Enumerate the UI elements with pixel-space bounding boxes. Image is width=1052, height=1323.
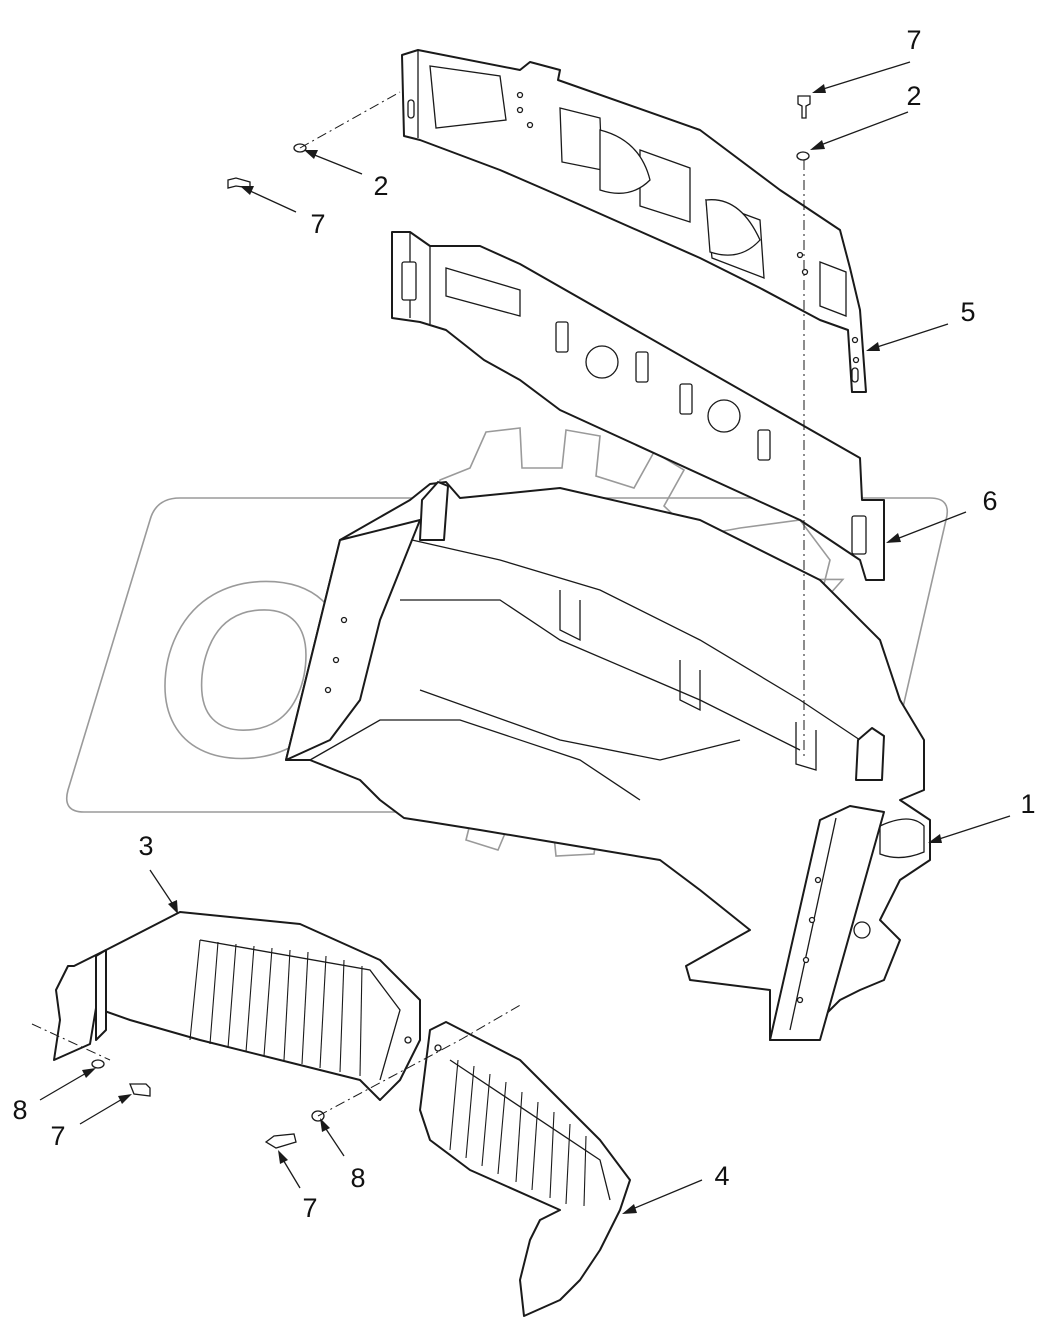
callout-8-bottom: 8 bbox=[350, 1163, 365, 1193]
part-6-support-bar bbox=[391, 231, 885, 581]
alignment-lines bbox=[31, 91, 805, 1117]
callout-7-left: 7 bbox=[310, 209, 325, 239]
washer-bottom-left bbox=[91, 1059, 105, 1069]
callout-7-bottom-left: 7 bbox=[50, 1121, 65, 1151]
part-4-right-panel bbox=[419, 1021, 631, 1317]
callout-3: 3 bbox=[138, 831, 153, 861]
callout-4: 4 bbox=[714, 1161, 729, 1191]
bolt-bottom-left bbox=[129, 1083, 151, 1097]
part-3-left-panel bbox=[53, 911, 421, 1101]
leaders bbox=[39, 61, 1011, 1214]
callout-5: 5 bbox=[960, 297, 975, 327]
callout-6: 6 bbox=[982, 486, 997, 516]
callout-1: 1 bbox=[1020, 789, 1035, 819]
callout-2-top: 2 bbox=[906, 81, 921, 111]
callout-labels: 7 2 2 7 5 6 1 3 8 7 8 7 4 bbox=[12, 25, 1035, 1223]
callout-8-left: 8 bbox=[12, 1095, 27, 1125]
part-5-mounting-bracket bbox=[401, 49, 867, 393]
bolt-top bbox=[797, 95, 811, 119]
hardware bbox=[91, 95, 811, 1149]
bolt-bottom bbox=[264, 1133, 297, 1149]
part-1-front-frame bbox=[285, 481, 931, 1041]
washer-top bbox=[796, 151, 810, 161]
callout-7-bottom: 7 bbox=[302, 1193, 317, 1223]
callout-2-left: 2 bbox=[373, 171, 388, 201]
callout-7-top: 7 bbox=[906, 25, 921, 55]
